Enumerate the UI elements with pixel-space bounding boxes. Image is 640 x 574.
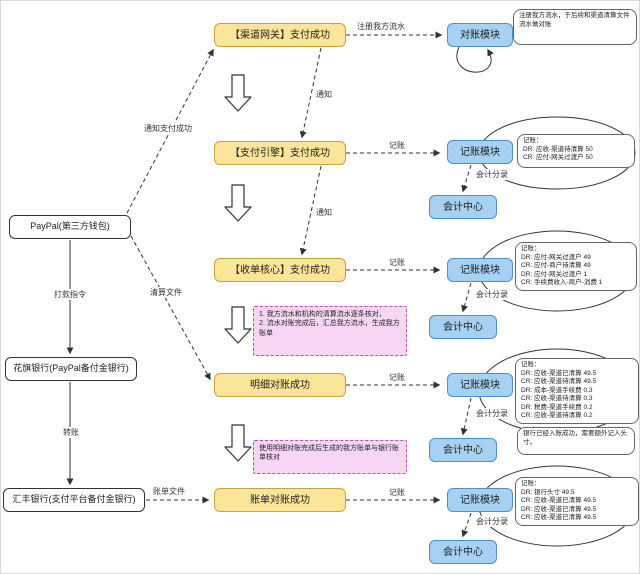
- edge-label-bookkeeping-4: 记账: [389, 488, 405, 497]
- flow-down-arrow-1: [224, 74, 252, 112]
- note-register-flow: 注册我方流水，于后续和渠道清算文件 流水做对账: [513, 9, 637, 45]
- node-hsbc-bank: 汇丰银行(支付平台备付金银行): [3, 488, 145, 512]
- arrow-gateway-notify-engine: [299, 47, 322, 139]
- edge-label-bookkeeping-2: 记账: [389, 258, 405, 267]
- node-accounting-center-3: 会计中心: [429, 438, 497, 462]
- edge-label-register-my-flow: 注册我方流水: [357, 22, 405, 31]
- recon-module-self-loop: [456, 46, 494, 73]
- node-detail-recon-success: 明细对账成功: [214, 373, 346, 397]
- arrow-paypal-settlement-file: [130, 235, 211, 381]
- flow-down-arrow-2: [224, 184, 252, 222]
- edge-label-settlement-file: 清算文件: [149, 287, 183, 298]
- edge-label-accounting-entry-1: 会计分录: [475, 169, 509, 180]
- arrow-ledger4-to-center4: [461, 512, 472, 538]
- node-ledger-module-2: 记账模块: [447, 258, 513, 282]
- edge-label-bookkeeping-1: 记账: [389, 141, 405, 150]
- note-entry-engine: 记账： DR: 应收-渠道待清算 50 CR: 应付-网关过渡户 50: [517, 134, 635, 168]
- note-entry-detail: 记账： DR: 应收-渠道已清算 49.5 CR: 应收-渠道待清算 49.5 …: [515, 358, 639, 425]
- note-entry-acquiring: 记账： DR: 应付-网关过渡户 49 CR: 应付-商户待清算 49 DR: …: [515, 242, 637, 291]
- flow-down-arrow-4: [224, 424, 252, 462]
- note-bill-recon-process: 使用明细对账完成后生成的我方账单与银行账单核对: [253, 440, 407, 474]
- arrow-ledger1-to-center1: [461, 164, 472, 193]
- arrow-ledger3-to-center3: [460, 397, 472, 436]
- node-accounting-center-1: 会计中心: [429, 195, 497, 219]
- node-accounting-center-2: 会计中心: [429, 315, 497, 339]
- node-recon-module: 对账模块: [447, 23, 513, 47]
- node-engine-pay-success: 【支付引擎】支付成功: [214, 141, 346, 165]
- edge-label-accounting-entry-4: 会计分录: [475, 516, 509, 527]
- edge-label-bill-file: 账单文件: [153, 487, 185, 496]
- node-ledger-module-4: 记账模块: [447, 488, 513, 512]
- node-acquiring-pay-success: 【收单核心】支付成功: [214, 258, 346, 282]
- note-entry-bill: 记账： DR: 银行头寸 49.5 CR: 应收-渠道已清算 49.5 DR: …: [515, 477, 639, 526]
- node-gateway-pay-success: 【渠道网关】支付成功: [214, 23, 346, 47]
- node-ledger-module-1: 记账模块: [447, 140, 513, 164]
- edge-label-notify-pay-success: 通知支付成功: [143, 123, 193, 134]
- arrow-ledger2-to-center2: [461, 282, 472, 313]
- edge-label-bookkeeping-3: 记账: [389, 373, 405, 382]
- edge-label-accounting-entry-3: 会计分录: [475, 408, 509, 419]
- note-detail-recon-process: 1. 我方流水和机构的清算流水逐条核对， 2. 流水对账完成后，汇总我方流水，生…: [253, 306, 407, 356]
- node-paypal-wallet: PayPal(第三方钱包): [9, 215, 131, 239]
- edge-label-notify-2: 通知: [315, 207, 333, 218]
- node-ledger-module-3: 记账模块: [447, 373, 513, 397]
- node-bill-recon-success: 账单对账成功: [214, 488, 346, 512]
- flow-down-arrow-3: [224, 306, 252, 344]
- edge-label-notify-1: 通知: [315, 89, 333, 100]
- edge-label-accounting-entry-2: 会计分录: [475, 289, 509, 300]
- edge-label-payout-instruction: 打款指令: [53, 289, 87, 300]
- node-accounting-center-4: 会计中心: [429, 540, 497, 564]
- arrow-engine-notify-acquiring: [299, 165, 322, 256]
- edge-label-transfer: 转账: [62, 427, 80, 438]
- note-bank-credited: 银行已经入账成功，需要额外记入头寸。: [517, 427, 635, 455]
- node-citi-bank: 花旗银行(PayPal备付金银行): [5, 357, 137, 381]
